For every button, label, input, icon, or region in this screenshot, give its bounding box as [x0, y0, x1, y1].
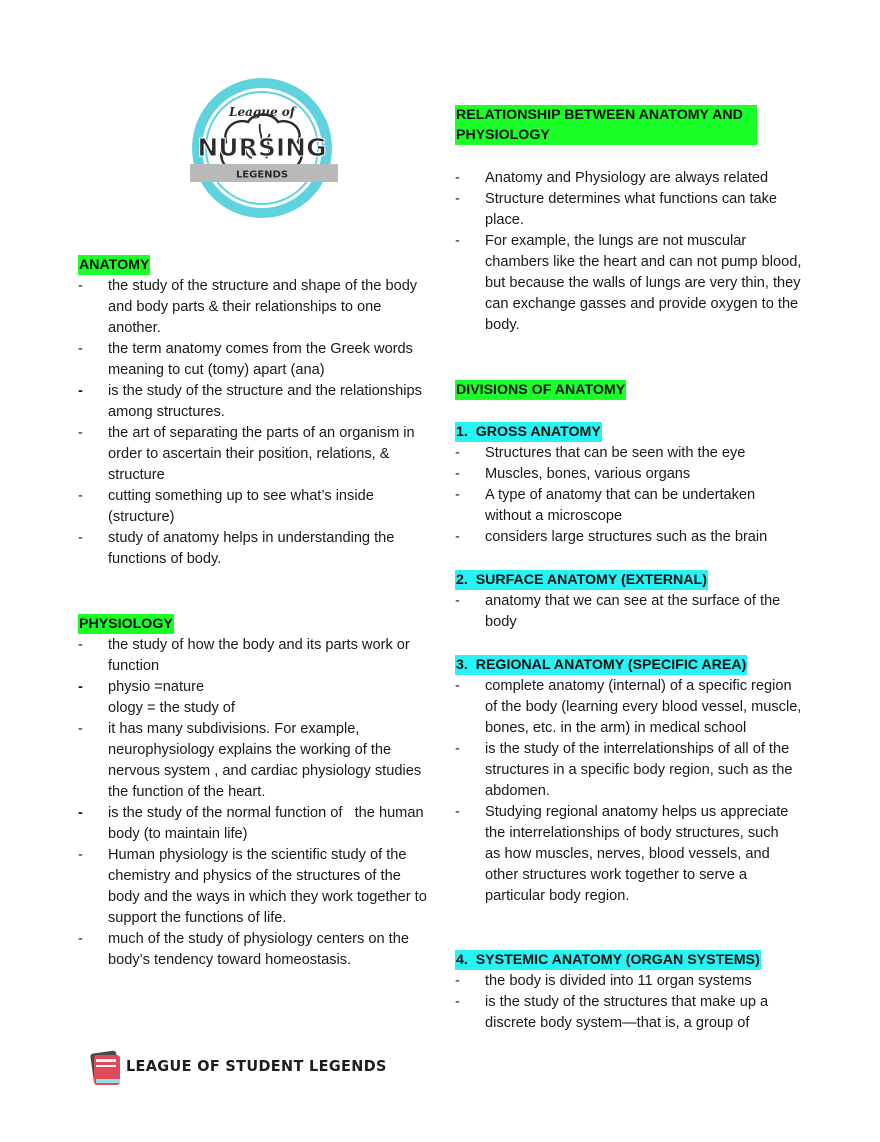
gross-anatomy-list: Structures that can be seen with the eye… — [455, 443, 805, 548]
surface-anatomy-heading: 2. SURFACE ANATOMY (EXTERNAL) — [455, 570, 708, 590]
divisions-heading: DIVISIONS OF ANATOMY — [455, 380, 627, 400]
physiology-heading: PHYSIOLOGY — [78, 614, 174, 634]
list-item: Structures that can be seen with the eye — [455, 443, 805, 464]
logo-line2: NURSING — [197, 133, 326, 162]
list-item: the study of the structure and shape of … — [78, 276, 430, 339]
divisions-section: DIVISIONS OF ANATOMY — [455, 380, 805, 401]
relationship-list: Anatomy and Physiology are always relate… — [455, 168, 805, 336]
regional-anatomy-heading: 3. REGIONAL ANATOMY (SPECIFIC AREA) — [455, 655, 748, 675]
list-item: anatomy that we can see at the surface o… — [455, 591, 805, 633]
list-item: much of the study of physiology centers … — [78, 929, 430, 971]
surface-anatomy-list: anatomy that we can see at the surface o… — [455, 591, 805, 633]
gross-anatomy-heading: 1. GROSS ANATOMY — [455, 422, 602, 442]
list-item: study of anatomy helps in understanding … — [78, 528, 430, 570]
logo-graphic: League of NURSING LEGENDS — [190, 78, 338, 218]
list-item: cutting something up to see what’s insid… — [78, 486, 430, 528]
list-item: is the study of the structure and the re… — [78, 381, 430, 423]
list-item: is the study of the interrelationships o… — [455, 739, 805, 802]
list-item: physio =nature ology = the study of — [78, 677, 430, 719]
regional-anatomy-section: 3. REGIONAL ANATOMY (SPECIFIC AREA) comp… — [455, 655, 805, 907]
physio-definition: physio =nature — [108, 679, 205, 695]
anatomy-section: ANATOMY the study of the structure and s… — [78, 255, 430, 570]
book-stack-icon — [90, 1050, 120, 1085]
relationship-heading: RELATIONSHIP BETWEEN ANATOMY AND PHYSIOL… — [455, 105, 757, 145]
list-item: For example, the lungs are not muscular … — [455, 231, 805, 336]
list-item: Human physiology is the scientific study… — [78, 845, 430, 929]
gross-anatomy-section: 1. GROSS ANATOMY Structures that can be … — [455, 422, 805, 548]
list-item: Muscles, bones, various organs — [455, 464, 805, 485]
list-item: the art of separating the parts of an or… — [78, 423, 430, 486]
list-item: is the study of the structures that make… — [455, 992, 805, 1034]
list-item: the study of how the body and its parts … — [78, 635, 430, 677]
footer-text: LEAGUE OF STUDENT LEGENDS — [126, 1057, 387, 1075]
regional-anatomy-list: complete anatomy (internal) of a specifi… — [455, 676, 805, 907]
physiology-section: PHYSIOLOGY the study of how the body and… — [78, 614, 430, 971]
logo-line3: LEGENDS — [236, 170, 288, 181]
systemic-anatomy-list: the body is divided into 11 organ system… — [455, 971, 805, 1034]
systemic-anatomy-section: 4. SYSTEMIC ANATOMY (ORGAN SYSTEMS) the … — [455, 950, 805, 1034]
anatomy-heading: ANATOMY — [78, 255, 151, 275]
list-item: Studying regional anatomy helps us appre… — [455, 802, 805, 907]
anatomy-list: the study of the structure and shape of … — [78, 276, 430, 570]
logo-line1: League of — [228, 105, 297, 119]
list-item: considers large structures such as the b… — [455, 527, 805, 548]
list-item: A type of anatomy that can be undertaken… — [455, 485, 805, 527]
list-item: is the study of the normal function of t… — [78, 803, 430, 845]
league-of-nursing-legends-logo: League of NURSING LEGENDS — [186, 76, 342, 220]
physiology-list: the study of how the body and its parts … — [78, 635, 430, 971]
list-item: it has many subdivisions. For example, n… — [78, 719, 430, 803]
relationship-section: RELATIONSHIP BETWEEN ANATOMY AND PHYSIOL… — [455, 105, 805, 336]
ology-definition: ology = the study of — [108, 700, 235, 716]
footer-branding — [86, 1049, 356, 1089]
list-item: Anatomy and Physiology are always relate… — [455, 168, 805, 189]
systemic-anatomy-heading: 4. SYSTEMIC ANATOMY (ORGAN SYSTEMS) — [455, 950, 761, 970]
list-item: the term anatomy comes from the Greek wo… — [78, 339, 430, 381]
list-item: complete anatomy (internal) of a specifi… — [455, 676, 805, 739]
list-item: the body is divided into 11 organ system… — [455, 971, 805, 992]
surface-anatomy-section: 2. SURFACE ANATOMY (EXTERNAL) anatomy th… — [455, 570, 805, 633]
list-item: Structure determines what functions can … — [455, 189, 805, 231]
